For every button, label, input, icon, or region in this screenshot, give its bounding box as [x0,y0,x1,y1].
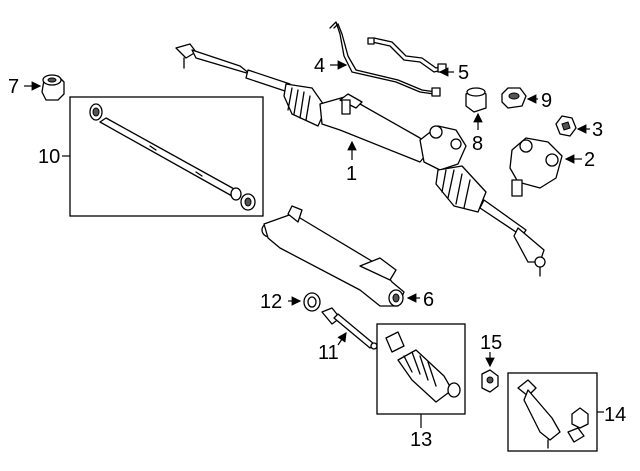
part-5-return-line [367,37,447,73]
part-13-boot-kit [385,331,461,403]
callout-7: 7 [8,76,19,98]
part-12-seal-ring [303,292,321,312]
part-9-bushing [501,87,527,109]
part-7-bushing [41,74,65,101]
callout-12: 12 [260,291,282,313]
callout-13: 13 [410,429,432,451]
part-4-pressure-line [329,21,441,97]
part-15-nut [481,369,499,393]
leader-11 [337,332,347,346]
part-8-seal [465,87,487,113]
callout-5: 5 [458,62,469,84]
callout-6: 6 [423,289,434,311]
part-14-outer-tie-rod-end [517,379,589,449]
part-6-housing [261,205,405,307]
callout-8: 8 [472,133,483,155]
callout-4: 4 [314,55,325,77]
part-3-clip [555,115,577,137]
part-10-inner-tie-rod [89,103,256,211]
callout-1: 1 [346,163,357,185]
callout-9: 9 [541,90,552,112]
part-11-inner-tie-rod [321,307,378,350]
callout-2: 2 [584,149,595,171]
part-2-valve-housing [509,137,563,197]
part-1-steering-gear [175,43,546,277]
callout-11: 11 [318,342,339,364]
callout-14: 14 [604,404,626,426]
callout-15: 15 [480,332,502,354]
callout-10: 10 [38,146,60,168]
callout-3: 3 [592,119,603,141]
